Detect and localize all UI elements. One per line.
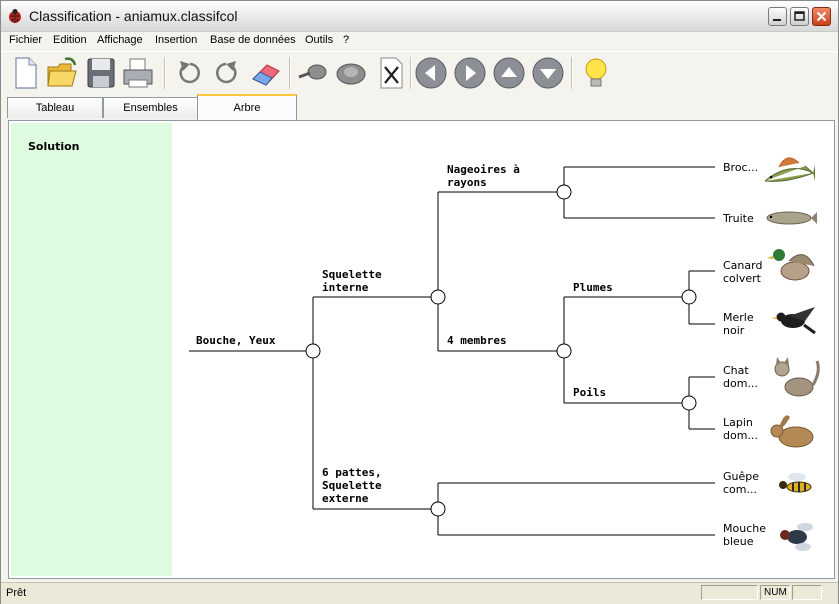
menu-affichage[interactable]: Affichage — [97, 34, 143, 46]
undo-icon[interactable] — [173, 55, 207, 91]
leaf-label: dom... — [723, 377, 758, 390]
leaf-label: Lapin — [723, 416, 753, 429]
arrow-right-icon[interactable] — [453, 55, 487, 91]
branch-label: interne — [322, 281, 369, 294]
tree-node[interactable] — [681, 395, 697, 411]
tab-arbre[interactable]: Arbre — [197, 94, 297, 120]
leaf-label: colvert — [723, 272, 762, 285]
maximize-icon — [794, 11, 805, 21]
menu-outils[interactable]: Outils — [305, 34, 334, 46]
branch-label: Squelette — [322, 268, 382, 281]
leaf-label: Merle — [723, 311, 754, 324]
leaf-label: bleue — [723, 535, 754, 548]
close-button[interactable] — [812, 7, 831, 26]
tree-node[interactable] — [556, 343, 572, 359]
tree-node[interactable] — [681, 289, 697, 305]
branch-label: externe — [322, 492, 369, 505]
lightbulb-icon[interactable] — [579, 55, 613, 91]
mallard-duck-icon — [767, 249, 815, 281]
leaf-label: Broc... — [723, 161, 758, 174]
window-title: Classification - aniamux.classifcol — [29, 8, 238, 24]
menu-fichier[interactable]: Fichier — [9, 34, 43, 46]
wasp-icon — [779, 473, 812, 493]
menu-help[interactable]: ? — [343, 34, 350, 46]
tree-node[interactable] — [430, 501, 446, 517]
num-lock-indicator: NUM — [760, 585, 790, 600]
status-bar: Prêt NUM — [1, 582, 838, 604]
magnifier-icon[interactable] — [296, 55, 330, 91]
toolbar-separator — [571, 57, 573, 89]
branch-label: 4 membres — [447, 334, 507, 347]
pike-fish-icon — [764, 157, 815, 182]
title-bar: Classification - aniamux.classifcol — [1, 1, 838, 32]
tree-node[interactable] — [305, 343, 321, 359]
leaf-label: Canard — [723, 259, 762, 272]
minimize-button[interactable] — [768, 7, 787, 26]
leaf-label: Mouche — [723, 522, 766, 535]
eraser-icon[interactable] — [249, 55, 283, 91]
toolbar-separator — [410, 57, 412, 89]
tree-view-panel: Solution — [8, 120, 835, 579]
menu-edition[interactable]: Edition — [53, 34, 87, 46]
print-icon[interactable] — [121, 55, 155, 91]
branch-label: 6 pattes, — [322, 466, 382, 479]
branch-label: Nageoires à — [447, 163, 520, 176]
tab-strip: Tableau Ensembles Arbre — [1, 94, 838, 120]
arrow-left-icon[interactable] — [414, 55, 448, 91]
tree-nodes — [305, 184, 697, 517]
leaf-label: Truite — [722, 212, 754, 225]
maximize-button[interactable] — [790, 7, 809, 26]
menu-base-de-donnees[interactable]: Base de données — [210, 34, 296, 46]
arrow-up-icon[interactable] — [492, 55, 526, 91]
leaf-label: com... — [723, 483, 757, 496]
trout-fish-icon — [766, 211, 817, 225]
tree-node[interactable] — [430, 289, 446, 305]
status-text: Prêt — [6, 587, 27, 599]
stone-icon[interactable] — [334, 55, 368, 91]
solution-label: Solution — [28, 140, 80, 153]
redo-icon[interactable] — [209, 55, 243, 91]
delete-x-icon[interactable] — [374, 55, 408, 91]
cat-icon — [774, 357, 820, 397]
branch-label: rayons — [447, 176, 487, 189]
branch-label: Squelette — [322, 479, 382, 492]
toolbar — [1, 51, 838, 94]
toolbar-separator — [289, 57, 291, 89]
menu-insertion[interactable]: Insertion — [155, 34, 198, 46]
tab-tableau[interactable]: Tableau — [7, 97, 103, 118]
root-label: Bouche, Yeux — [196, 334, 276, 347]
branch-label: Plumes — [573, 281, 613, 294]
toolbar-separator — [164, 57, 166, 89]
tree-node[interactable] — [556, 184, 572, 200]
arrow-down-icon[interactable] — [531, 55, 565, 91]
status-panel — [792, 585, 822, 600]
save-disk-icon[interactable] — [84, 55, 118, 91]
solution-panel: Solution — [11, 123, 172, 576]
classification-tree: Bouche, Yeux Squelette interne Nageoires… — [189, 157, 820, 551]
blowfly-icon — [780, 523, 813, 551]
menu-bar: Fichier Edition Affichage Insertion Base… — [1, 32, 838, 50]
rabbit-icon — [770, 415, 814, 448]
ladybug-app-icon — [9, 9, 21, 23]
new-document-icon[interactable] — [8, 55, 42, 91]
minimize-icon — [773, 19, 781, 21]
leaf-label: Chat — [723, 364, 749, 377]
blackbird-icon — [771, 307, 816, 335]
leaf-label: noir — [723, 324, 745, 337]
branch-label: Poils — [573, 386, 606, 399]
leaf-label: dom... — [723, 429, 758, 442]
tab-ensembles[interactable]: Ensembles — [103, 97, 198, 118]
leaf-label: Guêpe — [723, 470, 759, 483]
close-icon — [816, 11, 827, 22]
tree-edges — [189, 166, 715, 536]
status-panel — [701, 585, 758, 600]
open-folder-icon[interactable] — [45, 55, 79, 91]
